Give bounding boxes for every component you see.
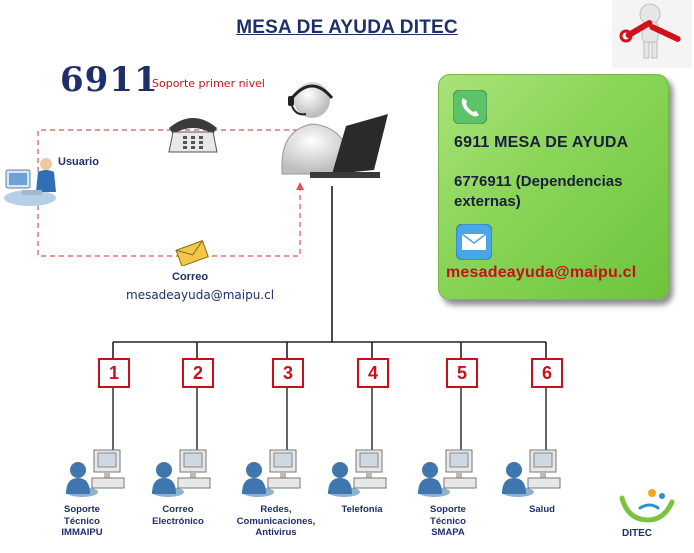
workstation-icon-3	[241, 449, 301, 498]
workstation-icon-5	[417, 449, 477, 498]
page-title: MESA DE AYUDA DITEC	[236, 17, 458, 38]
contact-line-helpdesk: 6911 MESA DE AYUDA	[454, 134, 629, 151]
workstation-icon-4	[327, 449, 387, 498]
workstation-icon-1	[65, 449, 125, 498]
envelope-icon	[175, 240, 209, 266]
department-label-6: Salud	[529, 504, 555, 515]
mail-icon	[456, 224, 492, 260]
workstation-icon-6	[501, 449, 561, 498]
department-label-3: Redes,Comunicaciones,Antivirus	[236, 504, 316, 538]
arrow-head	[296, 182, 304, 190]
department-number-4: 4	[357, 358, 389, 388]
department-label-4: Telefonía	[341, 504, 383, 515]
contact-line-external: 6776911 (Dependencias externas)	[454, 173, 623, 210]
ditec-logo-icon	[619, 489, 675, 523]
user-computer-icon	[4, 158, 56, 206]
email-channel-label: Correo	[172, 271, 209, 283]
department-number-3: 3	[272, 358, 304, 388]
department-number-2: 2	[182, 358, 214, 388]
email-channel-address: mesadeayuda@maipu.cl	[126, 288, 275, 302]
telephone-icon	[168, 118, 218, 153]
department-number-1: 1	[98, 358, 130, 388]
main-phone-number: 6911	[60, 60, 159, 100]
first-level-support-label: Soporte primer nivel	[152, 77, 265, 90]
department-number-5: 5	[446, 358, 478, 388]
email-path-line	[37, 186, 301, 257]
department-number-6: 6	[531, 358, 563, 388]
user-label: Usuario	[58, 156, 99, 168]
contact-email: mesadeayuda@maipu.cl	[446, 264, 637, 281]
workstation-icon-2	[151, 449, 211, 498]
ditec-logo-text: DITEC	[622, 528, 652, 539]
phone-path-line	[37, 129, 301, 172]
phone-icon	[453, 90, 487, 124]
helpdesk-operator-icon	[281, 82, 388, 178]
support-tools-icon	[612, 0, 692, 68]
